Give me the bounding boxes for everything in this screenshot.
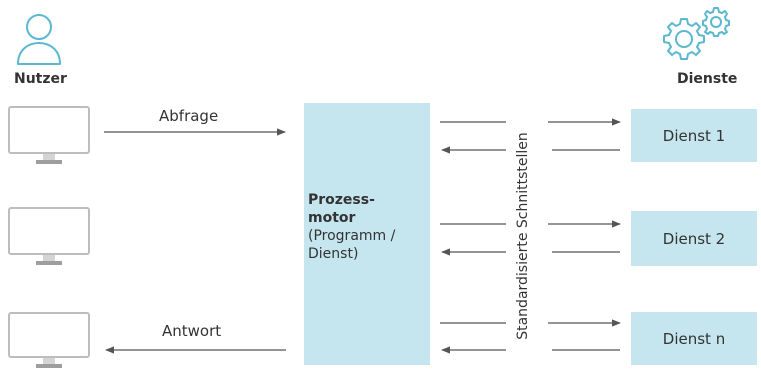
engine-line-2: motor bbox=[308, 210, 356, 226]
service-box-1: Dienst 1 bbox=[631, 109, 757, 162]
monitor-icon bbox=[8, 312, 90, 368]
user-label: Nutzer bbox=[14, 71, 67, 87]
monitor-icon bbox=[8, 106, 90, 164]
engine-line-3: (Programm / bbox=[308, 228, 396, 244]
process-engine-box bbox=[304, 103, 430, 365]
process-engine-label: Prozess- motor (Programm / Dienst) bbox=[308, 191, 395, 263]
engine-line-1: Prozess- bbox=[308, 192, 375, 208]
service-label: Dienst n bbox=[662, 329, 726, 348]
service-box-n: Dienst n bbox=[631, 312, 757, 365]
service-box-2: Dienst 2 bbox=[631, 211, 757, 266]
service-label: Dienst 1 bbox=[662, 126, 726, 145]
user-icon bbox=[17, 14, 61, 65]
engine-line-4: Dienst) bbox=[308, 246, 359, 262]
service-label: Dienst 2 bbox=[662, 229, 726, 248]
request-label: Abfrage bbox=[159, 107, 219, 125]
monitor-icon bbox=[8, 207, 90, 265]
response-label: Antwort bbox=[162, 322, 222, 340]
services-label: Dienste bbox=[677, 71, 738, 87]
gears-icon bbox=[663, 7, 730, 60]
